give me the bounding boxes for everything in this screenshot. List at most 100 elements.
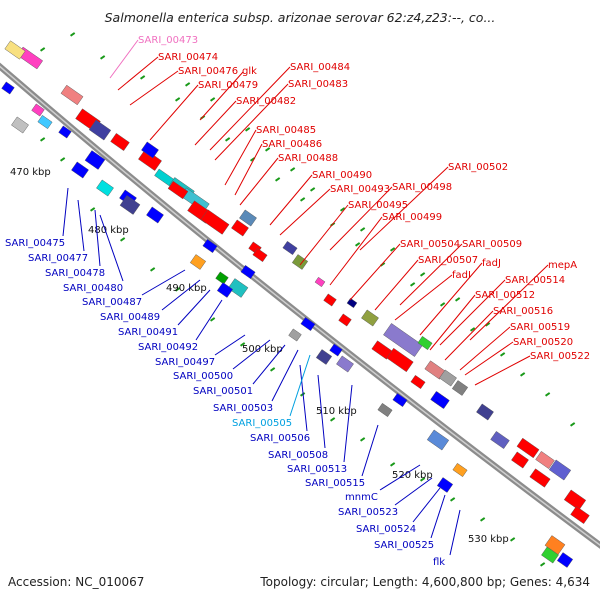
red-gene-label: SARI_00516 [493,306,553,317]
tick-mark-16 [500,352,506,357]
kbp-label: 500 kbp [242,344,283,355]
tick-mark-3 [139,75,146,80]
tick-mark-36 [510,537,516,542]
gene-feature-48 [119,195,141,215]
red-gene-label: SARI_00479 [198,80,258,91]
red-gene-label: SARI_00493 [330,184,390,195]
blue-gene-leader-line [62,187,69,237]
tick-mark-18 [545,392,551,397]
tick-mark-26 [209,317,216,322]
blue-gene-leader-line [141,269,186,296]
red-gene-label: SARI_00483 [288,79,348,90]
gene-feature-59 [336,355,354,373]
red-gene-label: SARI_00490 [312,170,372,181]
tick-mark-2 [100,55,106,60]
gene-feature-36 [511,451,529,469]
tick-mark-17 [519,372,526,377]
red-gene-leader-line [399,243,463,306]
gene-feature-50 [202,239,218,253]
kbp-label: 490 kbp [166,283,207,294]
gene-feature-62 [392,393,408,407]
red-gene-leader-line [299,204,349,266]
gene-feature-22 [338,313,352,327]
gene-feature-52 [215,271,229,285]
gene-feature-20 [346,297,358,309]
red-gene-label: fadI [452,270,471,281]
tick-mark-47 [420,272,426,277]
blue-gene-leader-line [271,349,299,402]
tick-mark-48 [455,297,461,302]
gene-feature-15 [252,248,268,262]
cyan-gene-leader-line [289,354,311,417]
gene-feature-14 [239,209,257,227]
gene-feature-37 [529,468,551,488]
blue-gene-label: SARI_00500 [173,371,233,382]
tick-mark-14 [440,302,446,307]
gene-feature-2 [60,84,84,106]
red-gene-leader-line [429,294,476,351]
red-gene-label: SARI_00488 [278,153,338,164]
genome-backbone-highlight [0,65,600,547]
tick-mark-11 [355,242,361,247]
tick-mark-20 [39,137,46,142]
blue-gene-leader-line [232,339,271,370]
red-gene-leader-line [269,174,313,226]
tick-mark-33 [420,477,426,482]
gene-feature-33 [516,437,540,459]
blue-gene-label: SARI_00478 [45,268,105,279]
blue-gene-leader-line [430,494,446,539]
red-gene-label: fadJ [482,258,501,269]
red-gene-label: SARI_00512 [475,290,535,301]
gene-feature-54 [216,282,234,298]
red-gene-label: SARI_00499 [382,212,442,223]
gene-feature-49 [146,206,164,224]
gene-feature-35 [548,459,572,481]
gene-feature-17 [282,241,298,255]
red-gene-label: glk [242,66,257,77]
red-gene-label: SARI_00474 [158,52,218,63]
gene-feature-18 [314,276,326,288]
red-gene-leader-line [239,157,279,206]
tick-mark-24 [150,267,156,272]
red-gene-leader-line [194,100,237,146]
red-gene-leader-line [474,355,531,386]
tick-mark-0 [39,47,46,52]
red-gene-label: SARI_00520 [513,337,573,348]
blue-gene-leader-line [299,364,308,432]
tick-mark-34 [450,497,456,502]
blue-gene-label: mnmC [345,492,378,503]
red-gene-leader-line [234,143,263,196]
blue-gene-label: SARI_00497 [155,357,215,368]
gene-feature-44 [71,161,89,179]
red-gene-label: SARI_00514 [505,275,565,286]
blue-gene-leader-line [343,384,353,463]
gene-feature-60 [329,343,343,357]
gene-feature-39 [570,506,590,524]
red-gene-leader-line [209,66,291,151]
gene-feature-29 [451,380,469,396]
red-gene-leader-line [469,264,549,341]
tick-mark-8 [274,177,281,182]
tick-mark-21 [59,157,66,162]
blue-gene-label: SARI_00503 [213,403,273,414]
blue-gene-label: SARI_00501 [193,386,253,397]
gene-feature-42 [37,115,53,129]
red-gene-leader-line [117,56,159,91]
map-title: Salmonella enterica subsp. arizonae sero… [104,10,496,25]
gene-feature-55 [240,265,256,279]
kbp-label: 520 kbp [392,470,433,481]
red-gene-leader-line [349,243,401,301]
blue-gene-label: SARI_00480 [63,283,123,294]
blue-gene-leader-line [252,344,286,385]
blue-gene-label: SARI_00523 [338,507,398,518]
blue-gene-label: SARI_00487 [82,297,142,308]
kbp-label: 470 kbp [10,167,51,178]
gene-feature-66 [436,477,454,493]
gene-feature-23 [383,323,423,357]
tick-mark-30 [330,417,336,422]
gene-feature-21 [361,309,379,327]
tick-mark-27 [239,342,246,347]
tick-mark-40 [245,127,251,132]
blue-gene-leader-line [195,299,223,341]
